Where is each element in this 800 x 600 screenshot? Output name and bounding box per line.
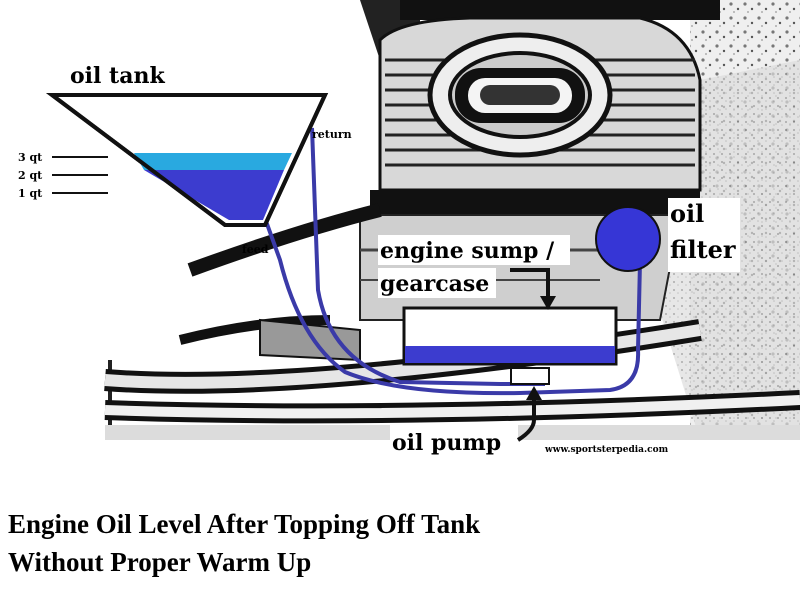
filter-label-line1: oil: [670, 199, 704, 228]
filter-label-line2: filter: [670, 235, 736, 264]
oil-pump-box: [510, 367, 550, 385]
caption-line2: Without Proper Warm Up: [8, 547, 312, 577]
oil-lines: [260, 127, 642, 396]
caption-line1: Engine Oil Level After Topping Off Tank: [8, 509, 481, 539]
pump-arrow: [516, 398, 536, 442]
sump-arrow: [510, 268, 550, 298]
sump-arrow-head: [540, 296, 556, 310]
sump-oil-level: [405, 346, 615, 363]
feed-label: feed: [242, 243, 269, 256]
oil-tank-label: oil tank: [70, 63, 165, 89]
feed-line: [260, 209, 642, 396]
qt2-label: 2 qt: [18, 169, 43, 182]
sump-label-line1: engine sump /: [380, 238, 555, 264]
engine-sump: [402, 306, 618, 366]
return-line: [310, 127, 545, 386]
return-label: return: [312, 128, 352, 141]
oil-level-upper: [134, 153, 292, 170]
oil-pump-label: oil pump: [392, 430, 501, 456]
oil-tank: [46, 93, 329, 227]
quart-markers: [52, 156, 108, 194]
qt3-label: 3 qt: [18, 151, 43, 164]
oil-filter-icon: [595, 206, 661, 272]
pointer-arrows: [510, 268, 550, 442]
oil-level-lower: [144, 170, 284, 220]
qt1-label: 1 qt: [18, 187, 43, 200]
pump-arrow-head: [526, 386, 542, 400]
website-label: www.sportsterpedia.com: [544, 445, 669, 455]
sump-label-line2: gearcase: [380, 271, 489, 297]
